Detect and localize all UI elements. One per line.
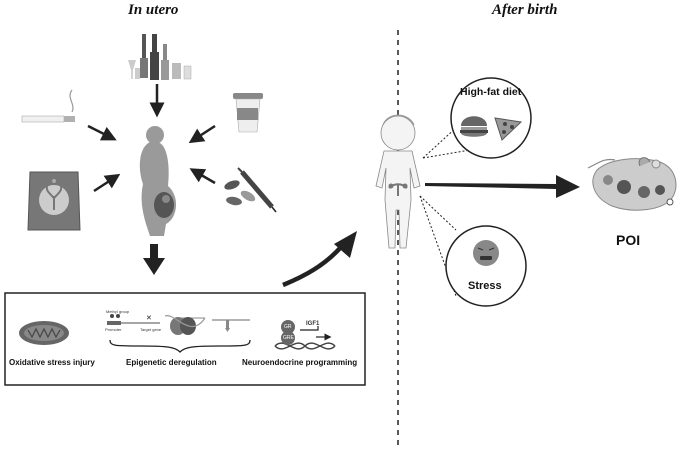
label-target-gene: Target gene [140, 327, 162, 332]
after-birth-title: After birth [492, 2, 558, 18]
curved-arrow-head [334, 231, 357, 258]
cigarette-icon [21, 89, 75, 123]
neuroendocrine-diagram [274, 320, 336, 350]
alcohol-bottles-icon [128, 34, 192, 80]
label-stress: Stress [468, 280, 502, 292]
label-promoter: Promoter [105, 327, 122, 332]
arrow-pesticide [93, 173, 121, 193]
label-igf1: IGF1 [306, 321, 320, 327]
label-gr: GR [284, 324, 292, 330]
stressed-face-icon [473, 240, 499, 266]
arrow-coffee [188, 124, 216, 144]
curved-arrow [282, 245, 343, 288]
epigenetic-brace [109, 339, 251, 353]
arrow-drugs [189, 168, 216, 185]
drugs-syringe-icon [224, 167, 277, 213]
label-poi: POI [616, 232, 641, 248]
label-oxidative-stress: Oxidative stress injury [9, 358, 95, 367]
pregnant-woman-icon [139, 126, 177, 236]
down-arrow [143, 244, 165, 275]
label-epigenetic: Epigenetic deregulation [126, 358, 217, 367]
in-utero-title: In utero [128, 2, 179, 18]
mitochondria-icon [19, 321, 69, 345]
coffee-cup-icon [233, 93, 263, 133]
pizza-icon [494, 117, 523, 141]
arrow-cigarette [87, 124, 117, 141]
high-fat-diet-circle [450, 77, 532, 159]
burger-icon [460, 116, 488, 137]
svg-text:✕: ✕ [146, 314, 152, 322]
label-neuroendocrine: Neuroendocrine programming [242, 358, 358, 367]
epigenetic-diagram: ✕ [107, 314, 250, 335]
ovary-icon [587, 157, 677, 211]
label-methyl-group: Methyl group [106, 309, 130, 314]
child-figure [375, 114, 421, 249]
label-high-fat-diet: High-fat diet [460, 86, 522, 98]
callout-line-stress-top [419, 195, 457, 231]
label-gre: GRE [283, 335, 294, 341]
arrow-to-poi [425, 175, 580, 198]
pesticide-bag-icon [27, 171, 81, 231]
